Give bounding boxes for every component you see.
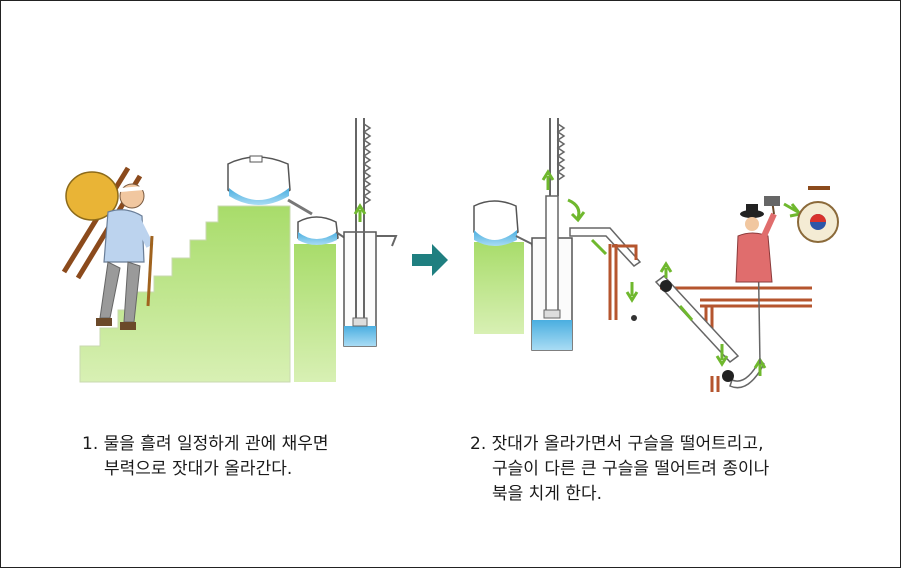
down-arrow-icon <box>590 238 608 256</box>
caption-step1: 1. 물을 흘려 일정하게 관에 채우면 부력으로 잣대가 올라간다. <box>82 432 329 482</box>
up-arrow-icon <box>353 203 367 222</box>
rod-teeth <box>362 123 372 205</box>
panel-step2 <box>473 118 839 392</box>
water-carrier-person <box>61 166 154 330</box>
caption-step1-line1: 1. 물을 흘려 일정하게 관에 채우면 <box>82 434 329 454</box>
grass-block <box>474 242 524 334</box>
brown-pipes <box>608 244 812 392</box>
rod-teeth-step2 <box>556 123 566 181</box>
upper-reservoir <box>227 155 291 205</box>
grass-stairs <box>79 205 291 383</box>
up-arrow-icon <box>541 169 555 190</box>
float-tube-step2 <box>531 118 573 351</box>
diagonal-ramp <box>654 274 740 364</box>
down-arrow-icon <box>715 344 729 367</box>
bell-striker-figure <box>735 196 780 283</box>
lever-marble <box>660 280 672 292</box>
gong-icon <box>797 186 839 243</box>
caption-step2-line3: 북을 치게 한다. <box>492 484 603 504</box>
up-arrow-icon <box>659 261 673 278</box>
caption-step2-line1: 2. 잣대가 올라가면서 구슬을 떨어트리고, <box>470 434 764 454</box>
grass-pillar <box>294 244 336 382</box>
caption-step1-line2: 부력으로 잣대가 올라간다. <box>104 459 293 479</box>
strike-arrow-icon <box>783 202 803 218</box>
caption-step2: 2. 잣대가 올라가면서 구슬을 떨어트리고, 구슬이 다른 큰 구슬을 떨어트… <box>470 432 769 507</box>
diag-arrow-icon <box>678 305 694 321</box>
caption-step2-line2: 구슬이 다른 큰 구슬을 떨어트려 종이나 <box>492 459 770 479</box>
down-arrow-icon <box>625 282 639 303</box>
panel-step1 <box>61 118 398 383</box>
transition-arrow-icon <box>412 244 448 276</box>
big-marble <box>722 370 734 382</box>
connecting-pipe <box>287 198 313 216</box>
curve-arrow-icon <box>567 198 586 223</box>
float-tube <box>343 118 398 347</box>
small-marble <box>631 315 637 321</box>
